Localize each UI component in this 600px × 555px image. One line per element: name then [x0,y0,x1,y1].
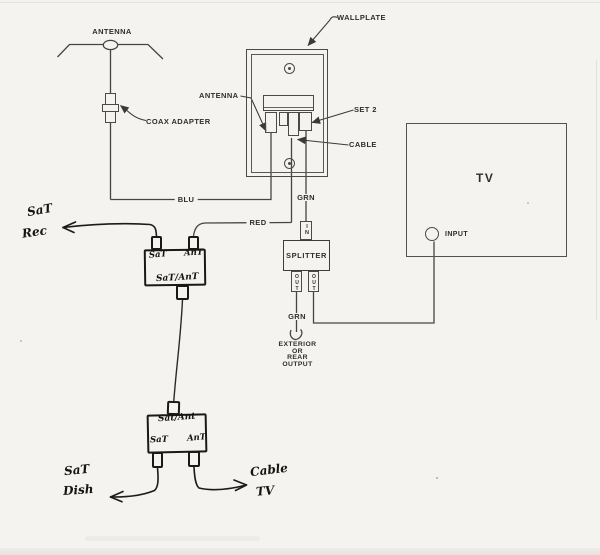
terminal-block-line [264,107,313,109]
exterior-note-line4: OUTPUT [282,360,313,368]
sat-dish-label-line2: Dish [62,481,94,499]
callout-arrows [119,16,354,146]
screw-icon [283,62,295,74]
exterior-note-line3: REAR [287,354,308,361]
sat-rec-label-line2: Rec [21,223,48,241]
wire-blu-label: BLU [174,196,198,204]
wire-blu [110,133,272,201]
cable-tv-arrowhead [233,479,248,492]
wallplate-inner [250,53,324,173]
tv-box [406,123,567,257]
wire-switch1-to-switch2 [173,299,184,402]
switch2-ant-stem [188,451,200,467]
wallplate-outer [246,49,328,177]
tv-label: TV [476,171,495,185]
switch1-out-stem [175,285,189,300]
switch1-sat-label: SaT [148,248,168,261]
splitter-out-left-label: OUT [294,273,300,292]
set2-port-label: SET 2 [354,104,377,114]
splitter-in-connector [300,221,312,240]
wallplate-arrow [307,16,338,47]
wire-red-label: RED [246,218,270,226]
cable-tv-arrow [193,466,248,491]
switch2-sat-label: SaT [149,434,169,446]
splitter-out-left-connector [291,271,302,292]
loose-wire-hook [289,329,303,341]
printed-wires [57,39,435,402]
sat-dish-arrowhead [109,490,124,503]
splitter-label: SPLITTER [285,250,328,260]
sat-rec-arrowhead [62,221,77,234]
switch1-ant-stem [188,236,199,250]
set2-port-arrow [311,109,354,124]
switch2-sat-stem [152,452,163,468]
coax-adapter-bottom [104,110,116,123]
screw-icon [283,157,295,169]
splitter-in-label: IN [304,224,310,236]
wire-grn-label: GRN [294,193,318,201]
wire-grn-out-label: GRN [285,312,309,320]
cable-port-connector [288,112,299,136]
coax-adapter-label: COAX ADAPTER [146,116,211,126]
switch2-ant-label: AnT [186,431,207,444]
cable-tv-label-line2: TV [255,483,275,499]
wire-red-horizontal [192,221,292,237]
splitter-out-right-connector [308,271,319,292]
sat-dish-arrow [109,467,159,498]
exterior-note-line1: EXTERIOR [278,341,317,348]
switch1-ant-label: AnT [183,247,204,258]
exterior-note-line2: OR [292,347,303,355]
wallplate-label: WALLPLATE [337,12,386,22]
cable-port-label: CABLE [349,140,377,149]
coax-adapter-arrow [119,105,147,122]
splitter-out-right-label: OUT [311,273,317,292]
switch1-sat-stem [151,236,162,250]
terminal-stub [279,112,288,126]
hand-drawn-arrows [62,221,248,503]
sat-rec-arrow [62,222,158,237]
terminal-block [263,95,314,111]
sat-dish-label-line1: SaT [63,461,91,479]
tv-input-jack [425,227,439,241]
antenna-port-connector [265,112,277,133]
antenna-dipole-oval [102,39,119,51]
wire-splitter-to-tv-input [312,241,435,324]
set2-port-connector [299,112,312,131]
wallplate-antenna-port-label: ANTENNA [199,91,239,100]
splitter-box [283,240,330,271]
antenna-label: ANTENNA [92,27,132,36]
tv-input-label: INPUT [445,230,468,238]
